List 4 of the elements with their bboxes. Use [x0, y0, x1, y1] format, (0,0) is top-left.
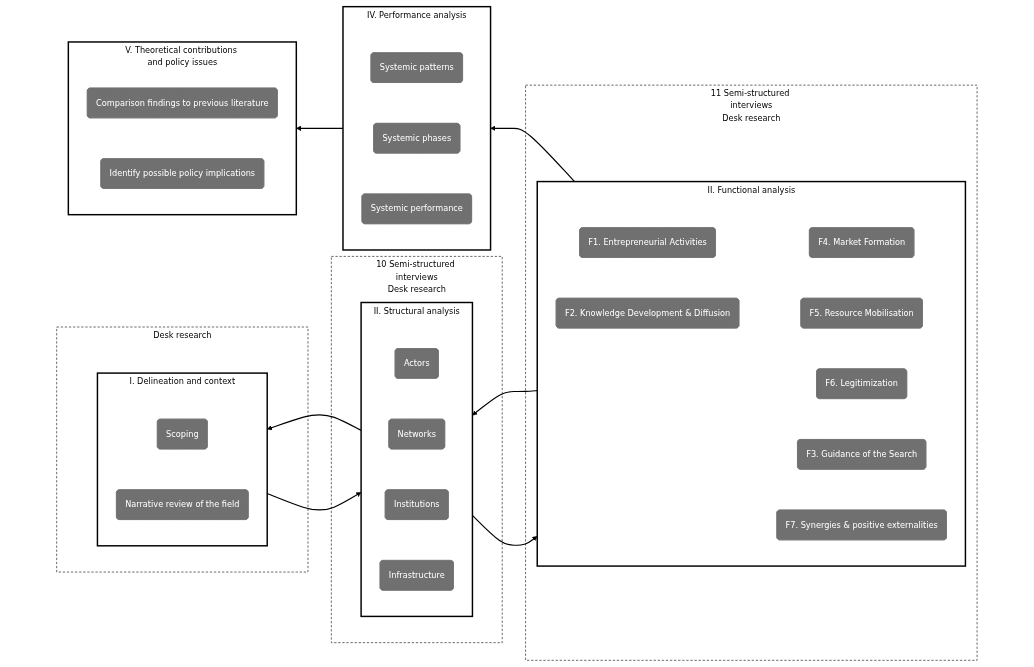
arrow — [490, 125, 576, 183]
arrow — [267, 414, 362, 431]
arrow — [296, 125, 344, 131]
arrow — [472, 389, 538, 416]
